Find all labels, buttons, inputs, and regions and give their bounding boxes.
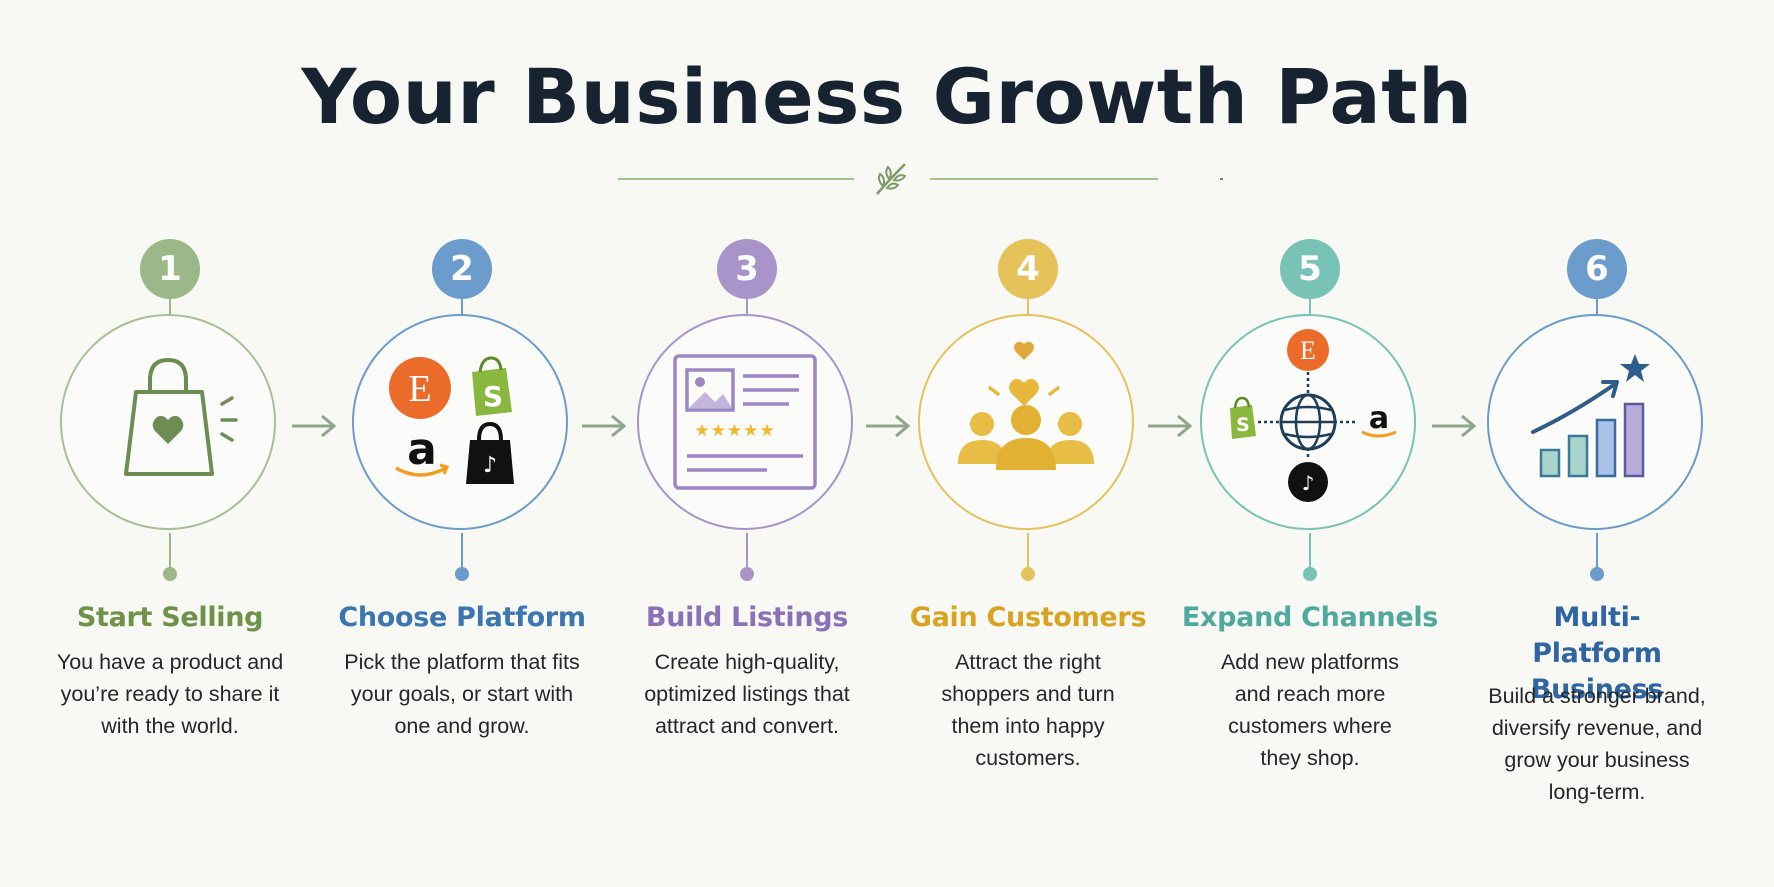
arrow-right-icon: [866, 414, 911, 438]
step-title: Multi-Platform Business: [1530, 602, 1664, 705]
node-dot: [455, 567, 469, 581]
step-number-badge: 6: [1567, 239, 1627, 299]
svg-text:♪: ♪: [483, 453, 497, 478]
svg-text:♪: ♪: [1302, 471, 1315, 495]
shopping-bag-heart-icon: [124, 357, 238, 476]
title-divider-right: [930, 178, 1158, 180]
step-3: 3 ★★★★★ Build Listings Create high-quali…: [607, 0, 887, 887]
connector-stem: [1027, 533, 1029, 571]
step-description: Attract the right shoppers and turn them…: [941, 650, 1115, 770]
connector-stem: [169, 299, 171, 315]
platform-logos-icon: E S a ♪: [389, 356, 514, 484]
connector-stem: [1596, 533, 1598, 571]
step-icon-circle: [918, 314, 1134, 530]
step-icon-circle: E S a ♪: [1200, 314, 1416, 530]
step-number-badge: 2: [432, 239, 492, 299]
step-number-badge: 5: [1280, 239, 1340, 299]
shopify-icon: S: [472, 356, 512, 416]
title-divider-left: [618, 178, 854, 180]
step-description: Add new platforms and reach more custome…: [1220, 650, 1400, 770]
step-title: Choose Platform: [338, 602, 586, 633]
connector-stem: [461, 299, 463, 315]
step-description: You have a product and you’re ready to s…: [56, 650, 284, 738]
node-dot: [1303, 567, 1317, 581]
step-number-badge: 1: [140, 239, 200, 299]
listing-card-icon: ★★★★★: [673, 354, 817, 490]
arrow-right-icon: [1148, 414, 1193, 438]
step-description: Build a stronger brand, diversify revenu…: [1488, 684, 1706, 804]
step-title: Build Listings: [645, 602, 849, 633]
svg-text:a: a: [1369, 401, 1389, 436]
step-number-badge: 3: [717, 239, 777, 299]
amazon-icon: a: [395, 424, 450, 477]
svg-text:★★★★★: ★★★★★: [694, 421, 775, 441]
step-4: 4 Gain Customers Attract the right shopp…: [888, 0, 1168, 887]
etsy-icon: E: [389, 357, 451, 419]
title-divider-dot: [1220, 178, 1223, 180]
step-number-badge: 4: [998, 239, 1058, 299]
node-dot: [1590, 567, 1604, 581]
page-title: Your Business Growth Path: [301, 52, 1473, 141]
svg-text:S: S: [1236, 414, 1250, 436]
step-1: 1 Start Selling You have a product and y…: [30, 0, 310, 887]
customers-heart-icon: [958, 341, 1094, 470]
leaf-icon: [876, 163, 907, 195]
step-title: Start Selling: [76, 602, 264, 633]
step-6: 6 Multi-Platform Business Build a strong…: [1457, 0, 1737, 887]
tiktok-shop-icon: ♪: [466, 421, 514, 484]
amazon-icon: a: [1361, 401, 1397, 438]
node-dot: [1021, 567, 1035, 581]
arrow-right-icon: [582, 414, 627, 438]
connector-stem: [1596, 299, 1598, 315]
svg-text:E: E: [408, 368, 431, 410]
svg-text:S: S: [483, 380, 503, 413]
step-5: 5 E S a: [1170, 0, 1450, 887]
globe-network-icon: E S a ♪: [1230, 329, 1397, 502]
connector-stem: [461, 533, 463, 571]
arrow-right-icon: [1432, 414, 1477, 438]
connector-stem: [746, 533, 748, 571]
step-title: Expand Channels: [1181, 602, 1439, 633]
tiktok-icon: ♪: [1288, 462, 1328, 502]
growth-chart-icon: [1531, 354, 1650, 478]
svg-text:E: E: [1300, 336, 1316, 365]
node-dot: [163, 567, 177, 581]
step-description: Pick the platform that fits your goals, …: [344, 650, 580, 738]
node-dot: [740, 567, 754, 581]
arrow-right-icon: [292, 414, 337, 438]
step-title: Gain Customers: [909, 602, 1147, 633]
connector-stem: [746, 299, 748, 315]
svg-text:a: a: [407, 424, 437, 475]
connector-stem: [1309, 533, 1311, 571]
step-2: 2 E S a ♪ Choose Platf: [322, 0, 602, 887]
step-icon-circle: E S a ♪: [352, 314, 568, 530]
step-icon-circle: [60, 314, 276, 530]
step-icon-circle: ★★★★★: [637, 314, 853, 530]
connector-stem: [1027, 299, 1029, 315]
connector-stem: [169, 533, 171, 571]
connector-stem: [1309, 299, 1311, 315]
etsy-icon: E: [1287, 329, 1329, 371]
step-icon-circle: [1487, 314, 1703, 530]
shopify-icon: S: [1230, 396, 1256, 439]
step-description: Create high-quality, optimized listings …: [644, 650, 850, 738]
